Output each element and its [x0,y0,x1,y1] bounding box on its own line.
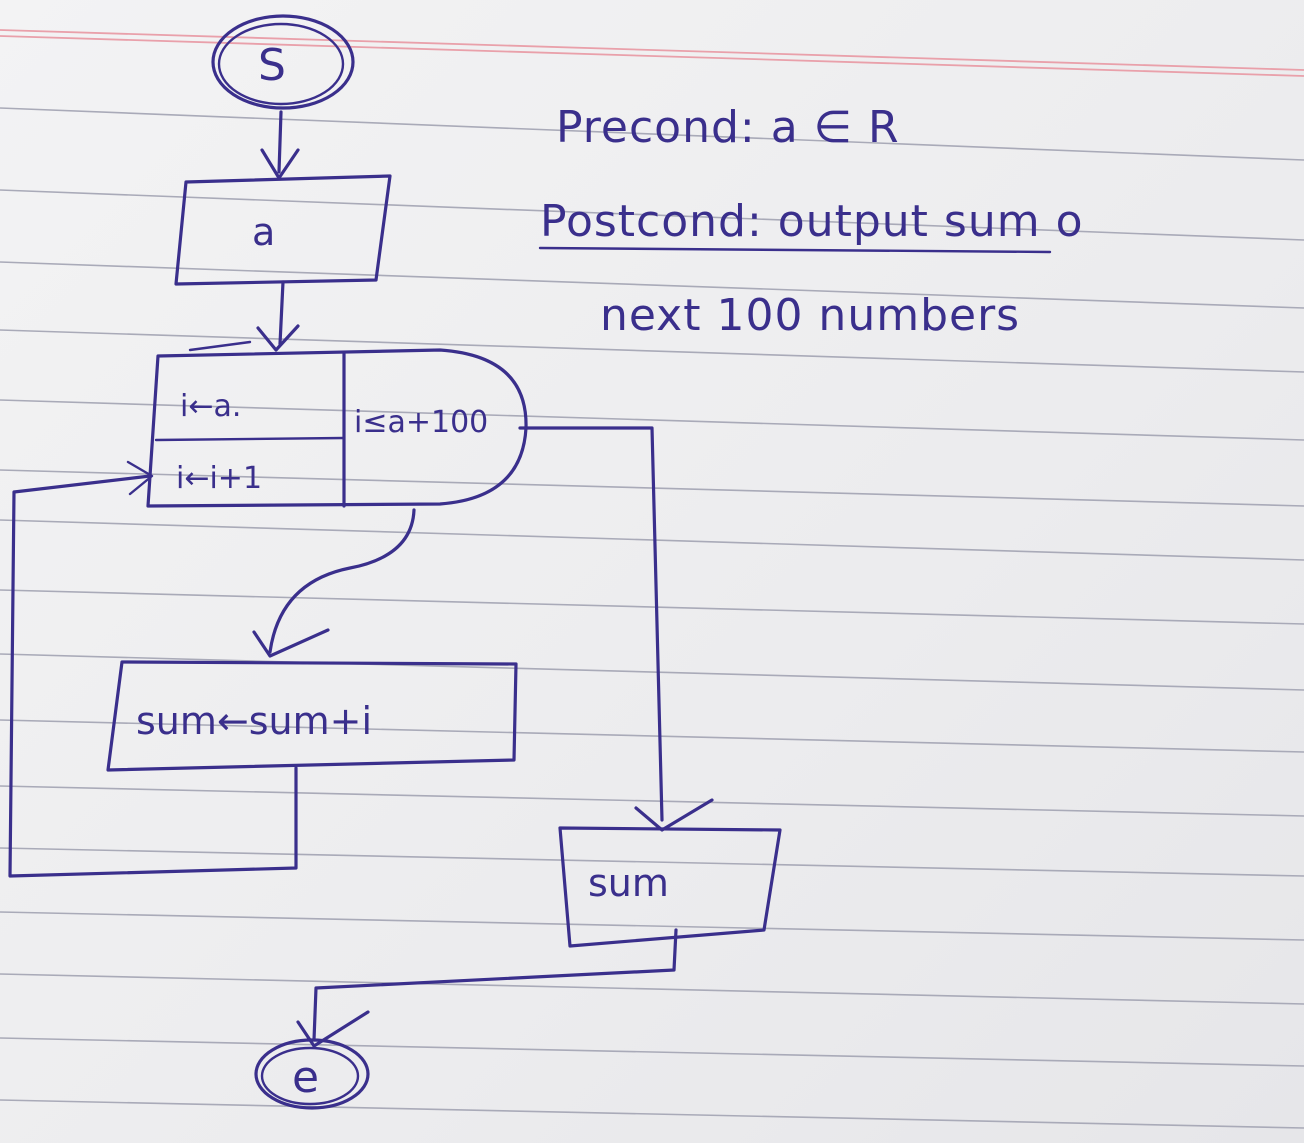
input-parallelogram [174,174,392,286]
loop-condition-label: i≤a+100 [354,405,488,440]
condition-notes: Precond: a ∈ R Postcond: output sum o ne… [538,102,1084,341]
start-oval-inner [217,22,345,106]
start-terminal: S [211,14,355,110]
input-label: a [252,210,275,254]
arrow-loop-to-process [252,508,416,658]
loop-back-arrow [8,460,298,878]
end-oval-inner [260,1046,360,1106]
arrow-output-to-end [296,928,678,1048]
process-box: sum←sum+i [106,660,518,772]
start-oval [211,14,355,110]
output-parallelogram [558,826,782,948]
postcondition-note-line2: next 100 numbers [600,290,1020,341]
arrow-start-to-input [260,110,300,180]
loop-row-divider [154,436,346,442]
precondition-note: Precond: a ∈ R [556,102,900,153]
postcondition-underline [538,246,1052,254]
process-label: sum←sum+i [136,699,372,743]
end-oval [254,1038,370,1110]
end-terminal: e [254,1038,370,1110]
start-label: S [258,40,286,91]
arrow-input-to-loop [188,280,300,352]
loop-init-label: i←a. [180,389,241,424]
output-label: sum [588,861,669,905]
process-rect [106,660,518,772]
end-label: e [292,1052,319,1103]
loop-update-label: i←i+1 [176,461,262,496]
output-box: sum [558,826,782,948]
input-box: a [174,174,392,286]
ruled-lines [0,29,1304,1129]
postcondition-note-line1: Postcond: output sum o [540,196,1084,247]
